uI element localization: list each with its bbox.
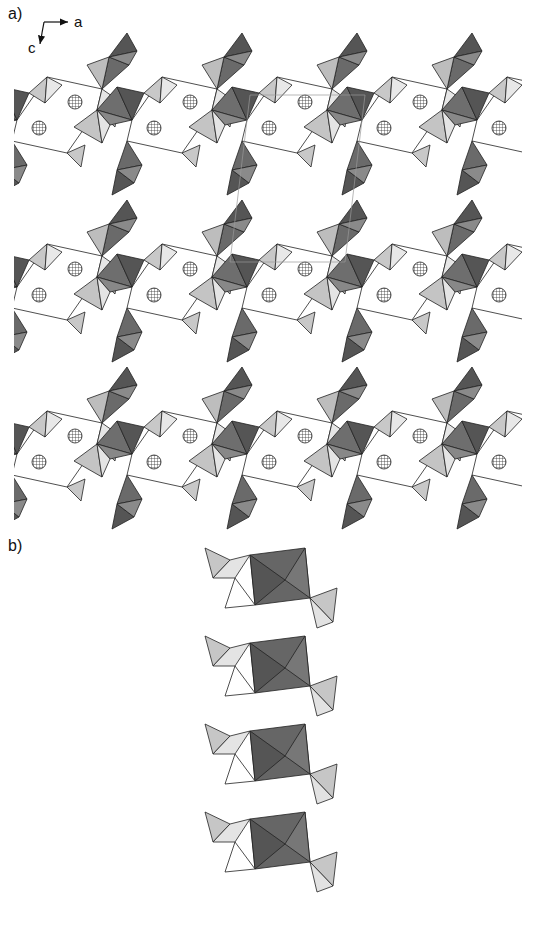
axis-arrow <box>40 22 44 44</box>
structure-unit <box>419 367 522 529</box>
axis-arrow <box>44 21 68 22</box>
axis-label: a <box>74 14 82 29</box>
structure-unit <box>419 33 522 195</box>
polyhedra-network <box>14 33 522 529</box>
chain-unit <box>205 724 337 804</box>
chain-unit <box>205 636 337 716</box>
structure-unit <box>419 200 522 362</box>
panel-label: b) <box>8 538 22 554</box>
axis-label: c <box>28 40 36 55</box>
chain-unit <box>205 812 337 892</box>
chain-unit <box>205 548 337 628</box>
unit-cell <box>230 95 365 262</box>
polyhedra-chain <box>205 548 337 892</box>
panel-label: a) <box>8 6 22 22</box>
